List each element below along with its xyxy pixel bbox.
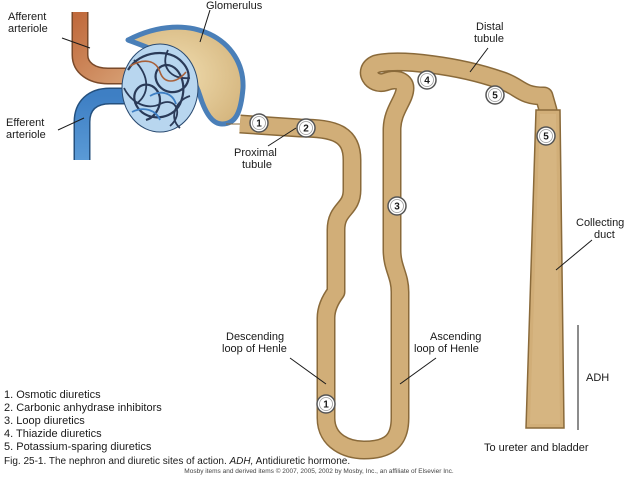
figure-caption: Fig. 25-1. The nephron and diuretic site…	[4, 456, 350, 467]
caption-prefix: Fig. 25-1. The nephron and diuretic site…	[4, 456, 230, 467]
svg-text:3: 3	[394, 202, 400, 213]
svg-text:5: 5	[543, 132, 549, 143]
legend-item: 4. Thiazide diuretics	[4, 428, 102, 440]
site-marker: 1	[316, 394, 336, 414]
glomerulus-tuft	[121, 43, 199, 133]
label-descending-loop: Descending loop of Henle	[222, 331, 287, 355]
svg-text:2: 2	[303, 124, 309, 135]
site-marker: 3	[387, 196, 407, 216]
legend-item: 1. Osmotic diuretics	[4, 389, 101, 401]
efferent-arteriole	[73, 87, 150, 160]
label-to-ureter: To ureter and bladder	[484, 442, 589, 454]
site-marker: 2	[296, 118, 316, 138]
svg-text:1: 1	[323, 400, 329, 411]
site-marker: 1	[249, 113, 269, 133]
site-marker: 5	[536, 126, 556, 146]
svg-text:5: 5	[492, 91, 498, 102]
legend-item: 5. Potassium-sparing diuretics	[4, 441, 152, 453]
label-ascending-loop: Ascending loop of Henle	[414, 331, 484, 355]
label-efferent-arteriole: Efferent arteriole	[6, 117, 47, 141]
label-distal-tubule: Distal tubule	[474, 21, 507, 45]
copyright-credit: Mosby items and derived items © 2007, 20…	[184, 468, 454, 475]
svg-text:1: 1	[256, 119, 262, 130]
label-afferent-arteriole: Afferent arteriole	[8, 11, 49, 35]
site-marker: 5	[485, 85, 505, 105]
label-collecting-duct: Collecting duct	[576, 217, 627, 241]
diuretic-legend: 1. Osmotic diuretics 2. Carbonic anhydra…	[4, 389, 162, 454]
site-marker: 4	[417, 70, 437, 90]
label-glomerulus: Glomerulus	[206, 0, 263, 12]
legend-item: 2. Carbonic anhydrase inhibitors	[4, 402, 162, 414]
label-proximal-tubule: Proximal tubule	[234, 147, 280, 171]
caption-suffix: Antidiuretic hormone.	[253, 456, 351, 467]
caption-abbr: ADH,	[229, 456, 254, 467]
label-pointers	[57, 9, 593, 385]
label-adh: ADH	[586, 372, 609, 384]
legend-item: 3. Loop diuretics	[4, 415, 85, 427]
nephron-tubule	[239, 52, 565, 460]
svg-text:4: 4	[424, 76, 430, 87]
afferent-arteriole	[71, 12, 150, 85]
